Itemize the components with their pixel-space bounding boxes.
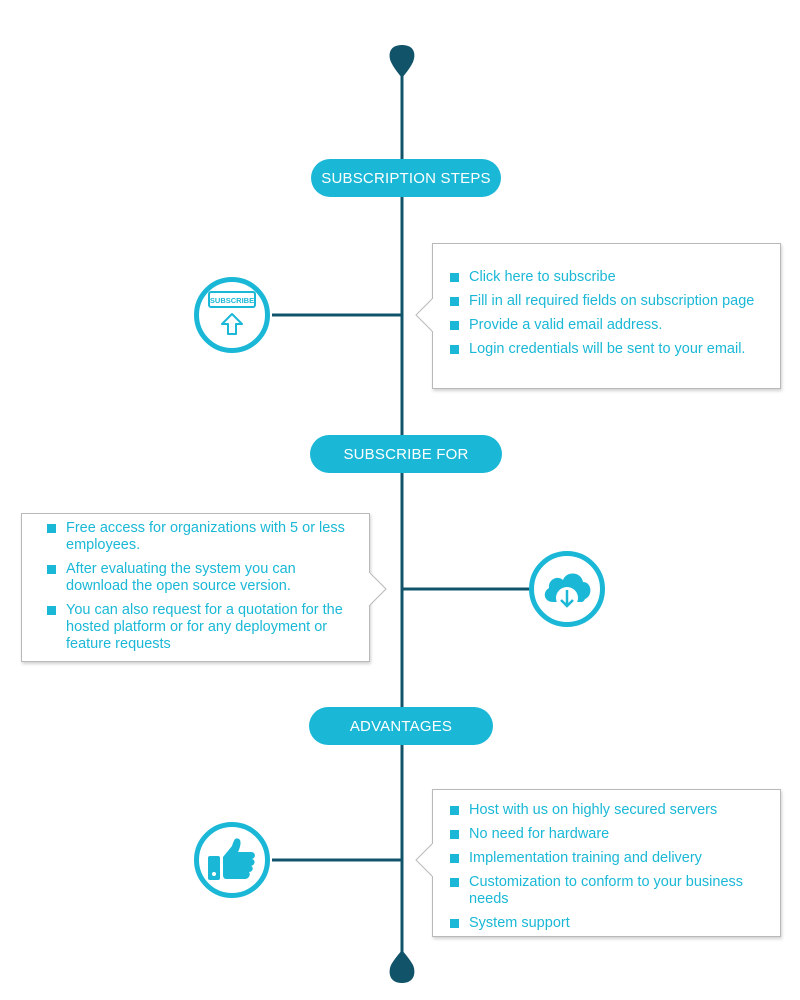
subscribe-icon-label: SUBSCRIBE bbox=[210, 296, 254, 305]
list-item: Click here to subscribe bbox=[449, 269, 770, 286]
subscribe-icon: SUBSCRIBE bbox=[194, 277, 270, 353]
subscribe-for-list: Free access for organizations with 5 or … bbox=[46, 520, 359, 653]
bullet-square-icon bbox=[47, 524, 56, 533]
bullet-square-icon bbox=[450, 321, 459, 330]
section-title-subscription-steps: SUBSCRIPTION STEPS bbox=[311, 159, 501, 197]
list-item: Login credentials will be sent to your e… bbox=[449, 341, 770, 358]
bullet-square-icon bbox=[450, 878, 459, 887]
list-item: Free access for organizations with 5 or … bbox=[46, 520, 359, 554]
list-item: Implementation training and delivery bbox=[449, 850, 770, 867]
list-item: Customization to conform to your busines… bbox=[449, 874, 770, 908]
list-item: After evaluating the system you can down… bbox=[46, 561, 359, 595]
bullet-square-icon bbox=[450, 830, 459, 839]
bullet-square-icon bbox=[450, 854, 459, 863]
cloud-download-icon bbox=[529, 551, 605, 627]
subscription-steps-box: Click here to subscribe Fill in all requ… bbox=[432, 243, 781, 389]
list-item: No need for hardware bbox=[449, 826, 770, 843]
thumbs-up-icon bbox=[194, 822, 270, 898]
section-title-advantages: ADVANTAGES bbox=[309, 707, 493, 745]
advantages-list: Host with us on highly secured servers N… bbox=[449, 802, 770, 932]
list-item: Provide a valid email address. bbox=[449, 317, 770, 334]
subscription-steps-list: Click here to subscribe Fill in all requ… bbox=[449, 269, 770, 358]
timeline-top-pin-icon bbox=[389, 45, 415, 78]
bullet-square-icon bbox=[450, 806, 459, 815]
bullet-square-icon bbox=[450, 297, 459, 306]
timeline-bottom-pin-icon bbox=[389, 950, 415, 983]
list-item: System support bbox=[449, 915, 770, 932]
bullet-square-icon bbox=[47, 565, 56, 574]
list-item: Fill in all required fields on subscript… bbox=[449, 293, 770, 310]
bullet-square-icon bbox=[47, 606, 56, 615]
bullet-square-icon bbox=[450, 919, 459, 928]
bullet-square-icon bbox=[450, 273, 459, 282]
bullet-square-icon bbox=[450, 345, 459, 354]
section-title-subscribe-for: SUBSCRIBE FOR bbox=[310, 435, 502, 473]
subscribe-for-box: Free access for organizations with 5 or … bbox=[21, 513, 370, 662]
list-item: Host with us on highly secured servers bbox=[449, 802, 770, 819]
list-item: You can also request for a quotation for… bbox=[46, 602, 359, 653]
advantages-box: Host with us on highly secured servers N… bbox=[432, 789, 781, 937]
